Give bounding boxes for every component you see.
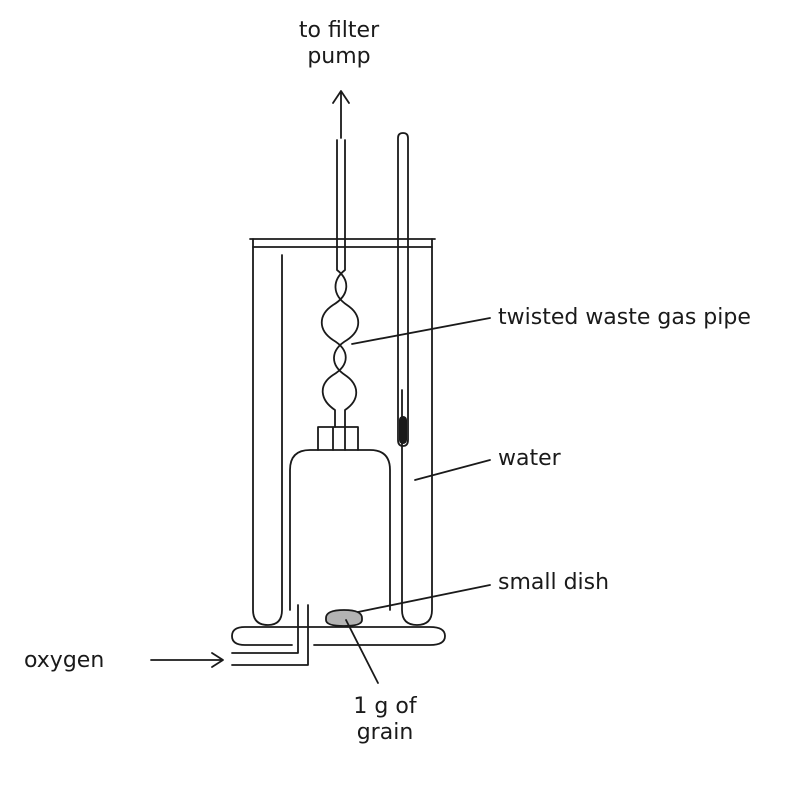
to-filter-label-line1: to filter: [298, 18, 380, 43]
base-plate: [231, 626, 446, 646]
twisted-pipe-label: twisted waste gas pipe: [498, 305, 751, 330]
pipe-right-line: [333, 139, 360, 428]
oxygen-label: oxygen: [24, 648, 105, 673]
thermometer-bulb: [399, 416, 407, 444]
pipe-outlet-arrow: [332, 90, 350, 139]
small-dish-label: small dish: [498, 570, 610, 595]
to-filter-pump-label: to filter pump: [280, 18, 398, 70]
beaker-left-wall: [252, 238, 283, 626]
thermometer-body: [397, 132, 409, 447]
oxygen-pipe-outer: [231, 604, 309, 666]
oxygen-inlet-pipe: [150, 604, 309, 668]
chamber-body: [289, 449, 391, 611]
dish-leader-line: [357, 584, 491, 613]
thermometer: [397, 132, 409, 447]
beaker-right-wall: [401, 238, 433, 626]
grain-label-line2: grain: [356, 720, 414, 745]
to-filter-label-line2: pump: [307, 44, 371, 69]
beaker-rim: [249, 238, 436, 248]
oxygen-pipe-inner: [231, 604, 299, 654]
grain-leader-line: [345, 619, 379, 684]
beaker: [249, 238, 436, 626]
grain-label-line1: 1 g of: [353, 694, 417, 719]
chamber-stopper: [317, 426, 359, 451]
pipe-left-line: [320, 139, 348, 428]
water-leader-line: [414, 459, 491, 481]
water-label: water: [498, 446, 561, 471]
grain-label: 1 g of grain: [335, 694, 435, 746]
dish-grain: [325, 609, 363, 627]
small-dish: [325, 609, 363, 627]
twisted-waste-gas-pipe: [320, 90, 360, 428]
combustion-chamber: [289, 426, 391, 611]
oxygen-arrow: [150, 652, 224, 668]
pipe-leader-line: [351, 317, 491, 345]
